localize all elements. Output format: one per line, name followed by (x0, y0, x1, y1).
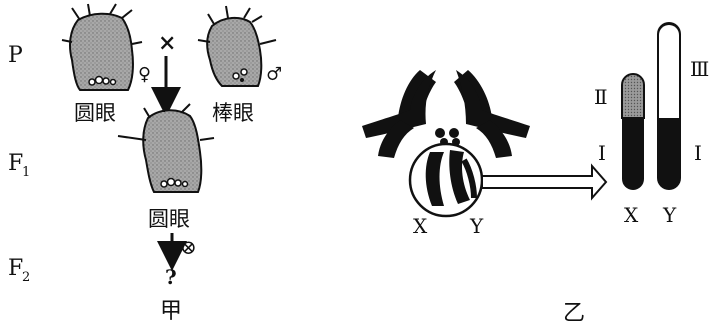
female-symbol: ♀ (138, 64, 151, 85)
generation-label-p: P (8, 43, 23, 68)
y-chromosome-bar (657, 22, 681, 190)
segment-x-label: X (624, 203, 639, 227)
karyotype-x-label: X (413, 214, 428, 238)
female-fly-icon (62, 4, 142, 90)
selfing-symbol: ⊗ (180, 235, 197, 259)
f2-unknown-label: ? (165, 265, 177, 289)
panel-a-caption: 甲 (160, 299, 182, 324)
karyotype-y-label: Y (469, 214, 484, 238)
f1-phenotype-label: 圆眼 (148, 207, 190, 231)
panel-b-caption: 乙 (563, 301, 585, 326)
male-fly-icon (198, 6, 276, 86)
f1-fly-icon (118, 102, 214, 192)
svg-text:2: 2 (22, 270, 30, 285)
region-1-left-label: Ⅰ (598, 141, 606, 165)
generation-label-f2: F 2 (8, 256, 30, 285)
svg-text:1: 1 (22, 165, 30, 180)
male-phenotype-label: 棒眼 (212, 101, 254, 125)
region-1-right-label: Ⅰ (694, 141, 702, 165)
female-phenotype-label: 圆眼 (74, 101, 116, 125)
x-chromosome-bar (622, 74, 644, 190)
male-symbol: ♂ (266, 64, 282, 85)
generation-label-f1: F 1 (8, 151, 30, 180)
svg-text:F: F (8, 151, 23, 176)
segment-y-label: Y (662, 203, 677, 227)
panel-b: X Y Ⅱ Ⅲ Ⅰ Ⅰ X Y 乙 (362, 22, 709, 326)
panel-a: P F 1 F 2 ♀ 圆眼 × (8, 4, 282, 324)
svg-text:F: F (8, 256, 23, 281)
region-2-label: Ⅱ (594, 85, 608, 109)
sex-chromosome-magnifier (410, 144, 482, 216)
magnify-arrow (482, 166, 606, 198)
cross-symbol: × (158, 30, 176, 56)
region-3-label: Ⅲ (690, 57, 709, 81)
